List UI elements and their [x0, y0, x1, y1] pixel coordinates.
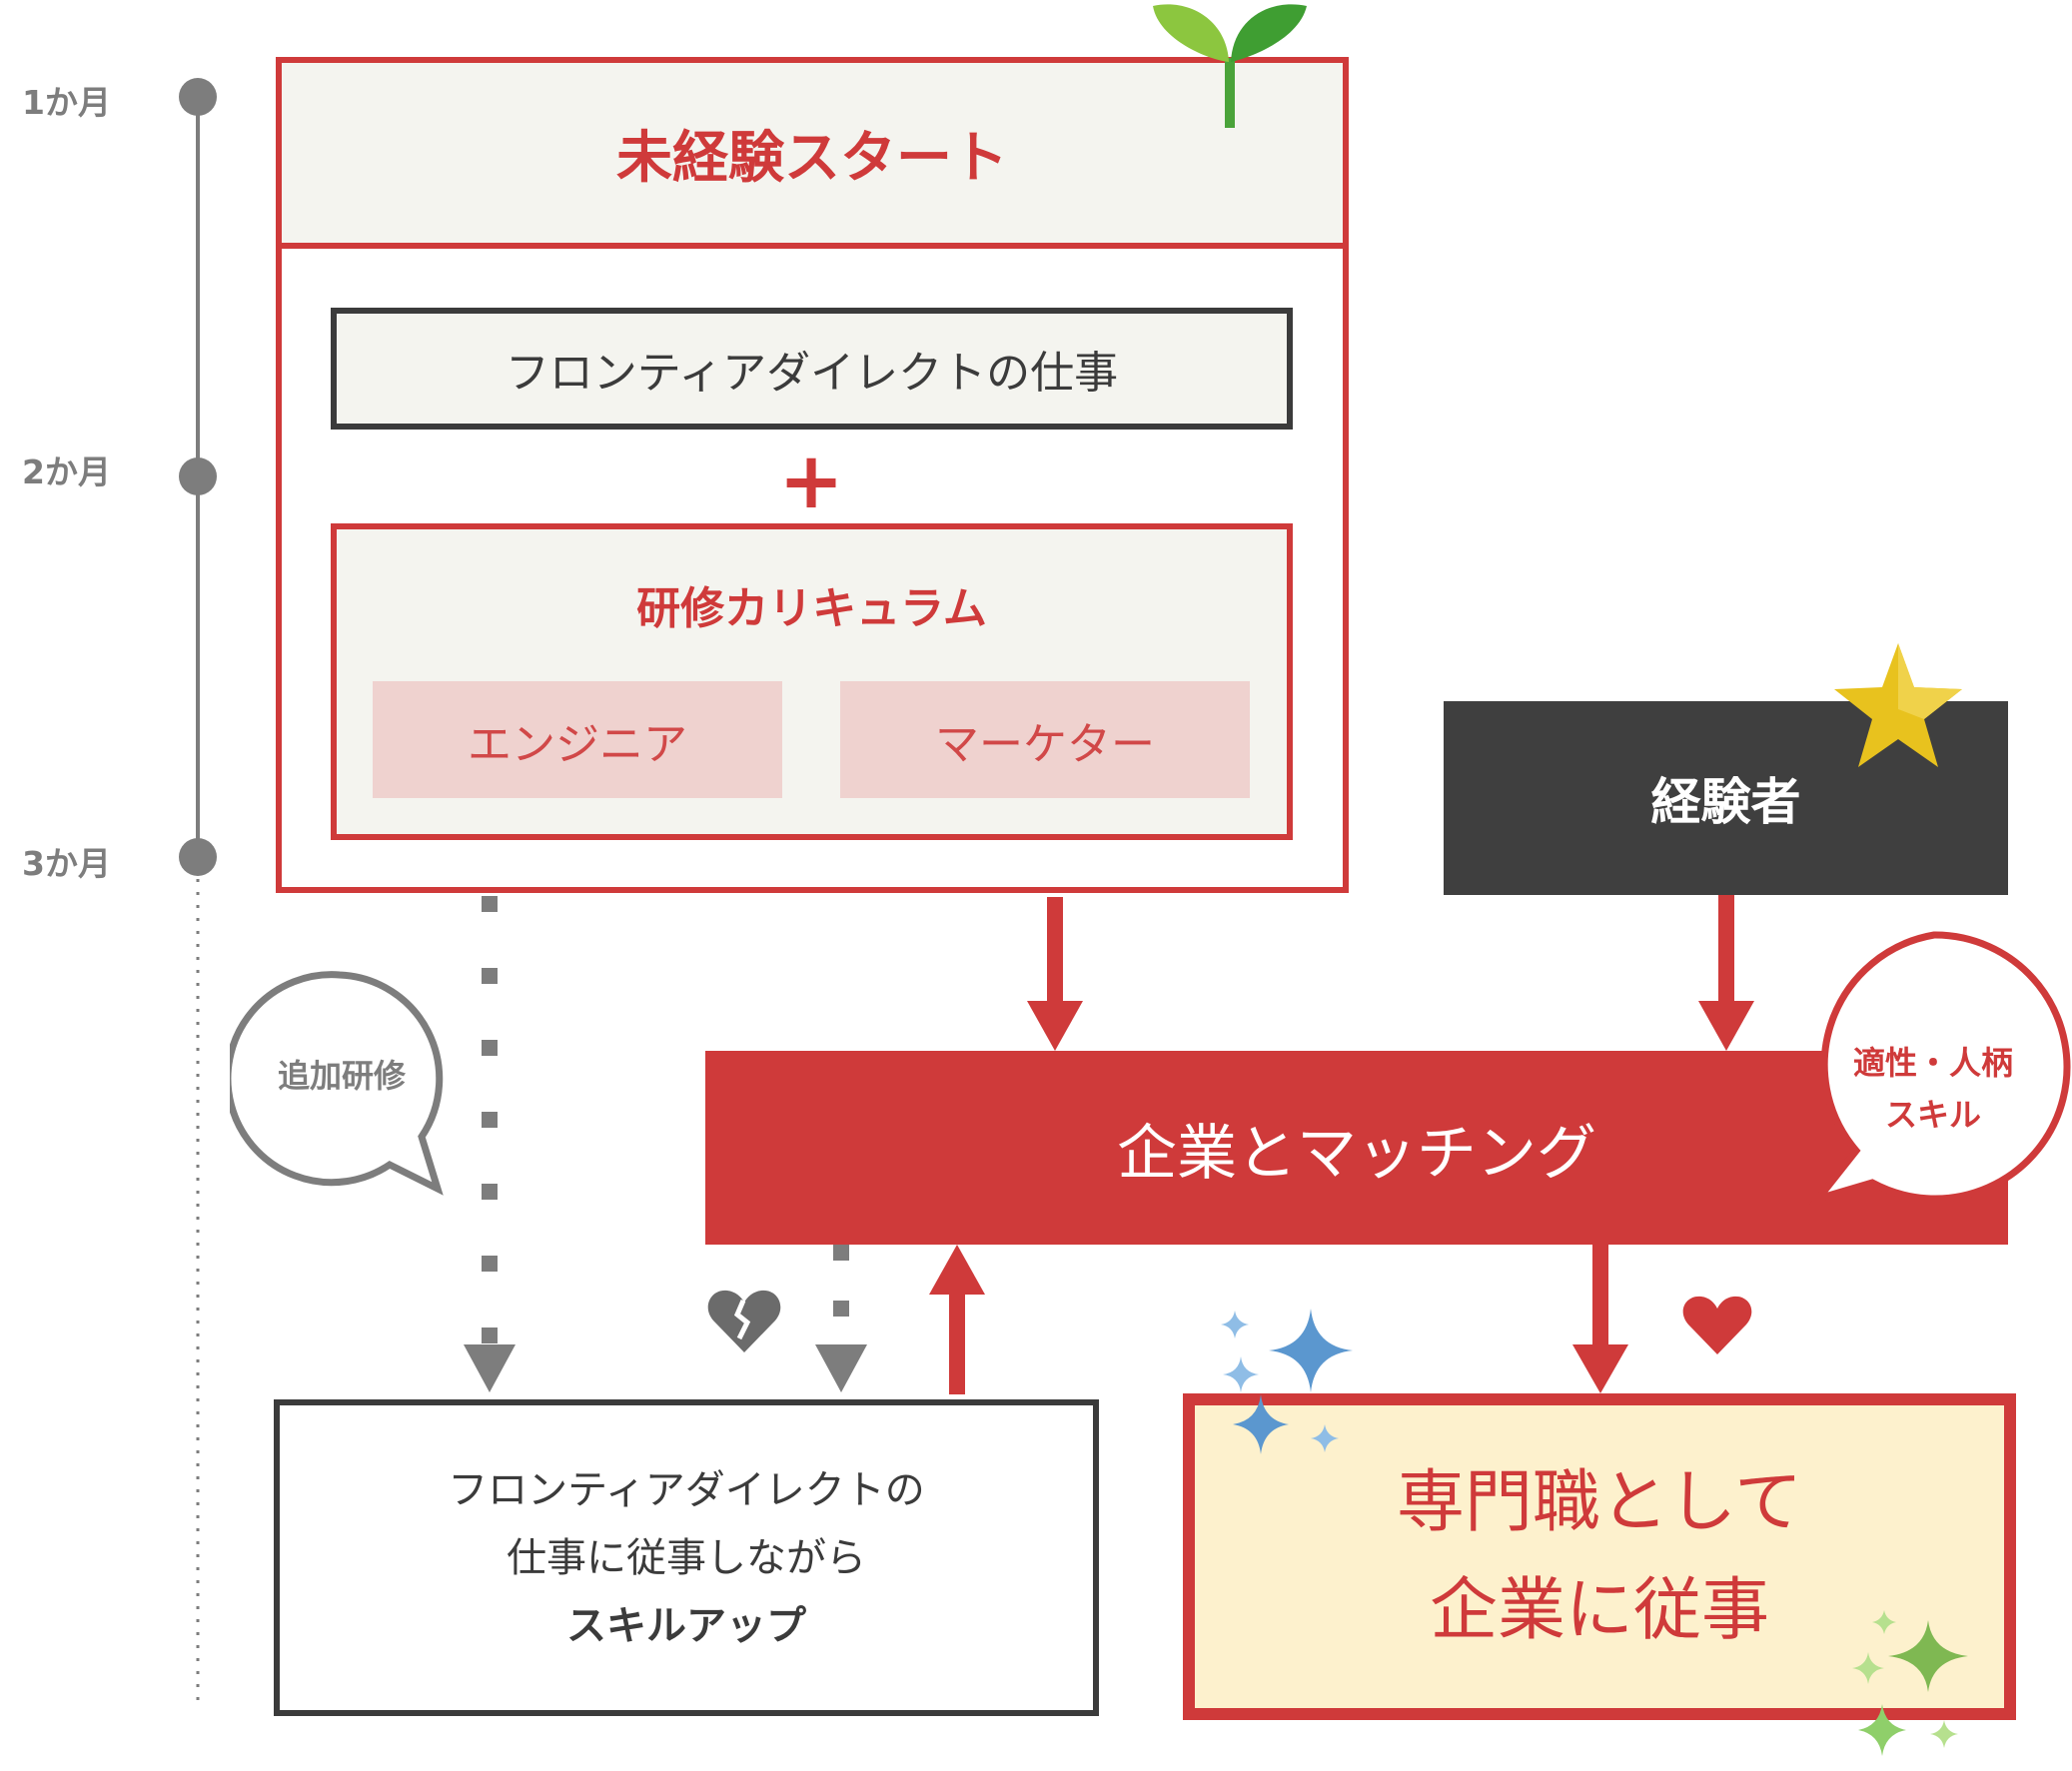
track-marketer: マーケター [840, 681, 1250, 798]
plus-sign: + [778, 437, 844, 526]
aptitude-label: 適性・人柄 スキル [1798, 1024, 2068, 1154]
track-engineer: エンジニア [373, 681, 782, 798]
additional-training-label: 追加研修 [277, 1057, 406, 1095]
sparkle-blue-icon [1221, 1309, 1353, 1454]
broken-heart-icon [707, 1290, 781, 1352]
skillup-line-1: フロンティアダイレクトの [448, 1466, 925, 1513]
timeline-label-2: 2か月 [22, 452, 111, 491]
arrow-start-to-matching [1047, 897, 1063, 1013]
timeline-dot-2 [179, 457, 217, 495]
speech-bubble-additional [230, 971, 444, 1196]
heart-icon [1682, 1296, 1752, 1354]
skillup-line-2: 仕事に従事しながら [507, 1534, 866, 1581]
arrowhead-gray-right [815, 1344, 867, 1392]
work-box: フロンティアダイレクトの仕事 [331, 308, 1293, 430]
speech-bubble-aptitude [1808, 931, 2071, 1206]
arrow-skillup-to-matching [949, 1283, 965, 1394]
sparkle-green-icon [1852, 1610, 1968, 1756]
arrow-experienced-to-matching [1718, 895, 1734, 1013]
timeline-label-1: 1か月 [22, 83, 111, 122]
timeline-label-3: 3か月 [22, 844, 111, 883]
skillup-box: フロンティアダイレクトの 仕事に従事しながら スキルアップ [274, 1399, 1099, 1716]
star-icon [1834, 643, 1962, 767]
aptitude-line-1: 適性・人柄 [1852, 1044, 2013, 1082]
professional-line-1: 専門職として [1397, 1462, 1802, 1542]
arrow-matching-to-pro [1592, 1245, 1608, 1356]
timeline-dot-3 [179, 838, 217, 876]
aptitude-line-2: スキル [1884, 1096, 1981, 1134]
timeline-dot-1 [179, 78, 217, 116]
start-title: 未経験スタート [282, 63, 1343, 249]
curriculum-title: 研修カリキュラム [636, 583, 987, 634]
sprout-icon [1153, 4, 1307, 128]
matching-box: 企業とマッチング [705, 1051, 2008, 1245]
skillup-line-3: スキルアップ [566, 1601, 806, 1649]
arrowhead-gray-left [464, 1344, 516, 1392]
professional-box: 専門職として 企業に従事 [1183, 1393, 2016, 1720]
professional-line-2: 企業に従事 [1429, 1570, 1769, 1650]
